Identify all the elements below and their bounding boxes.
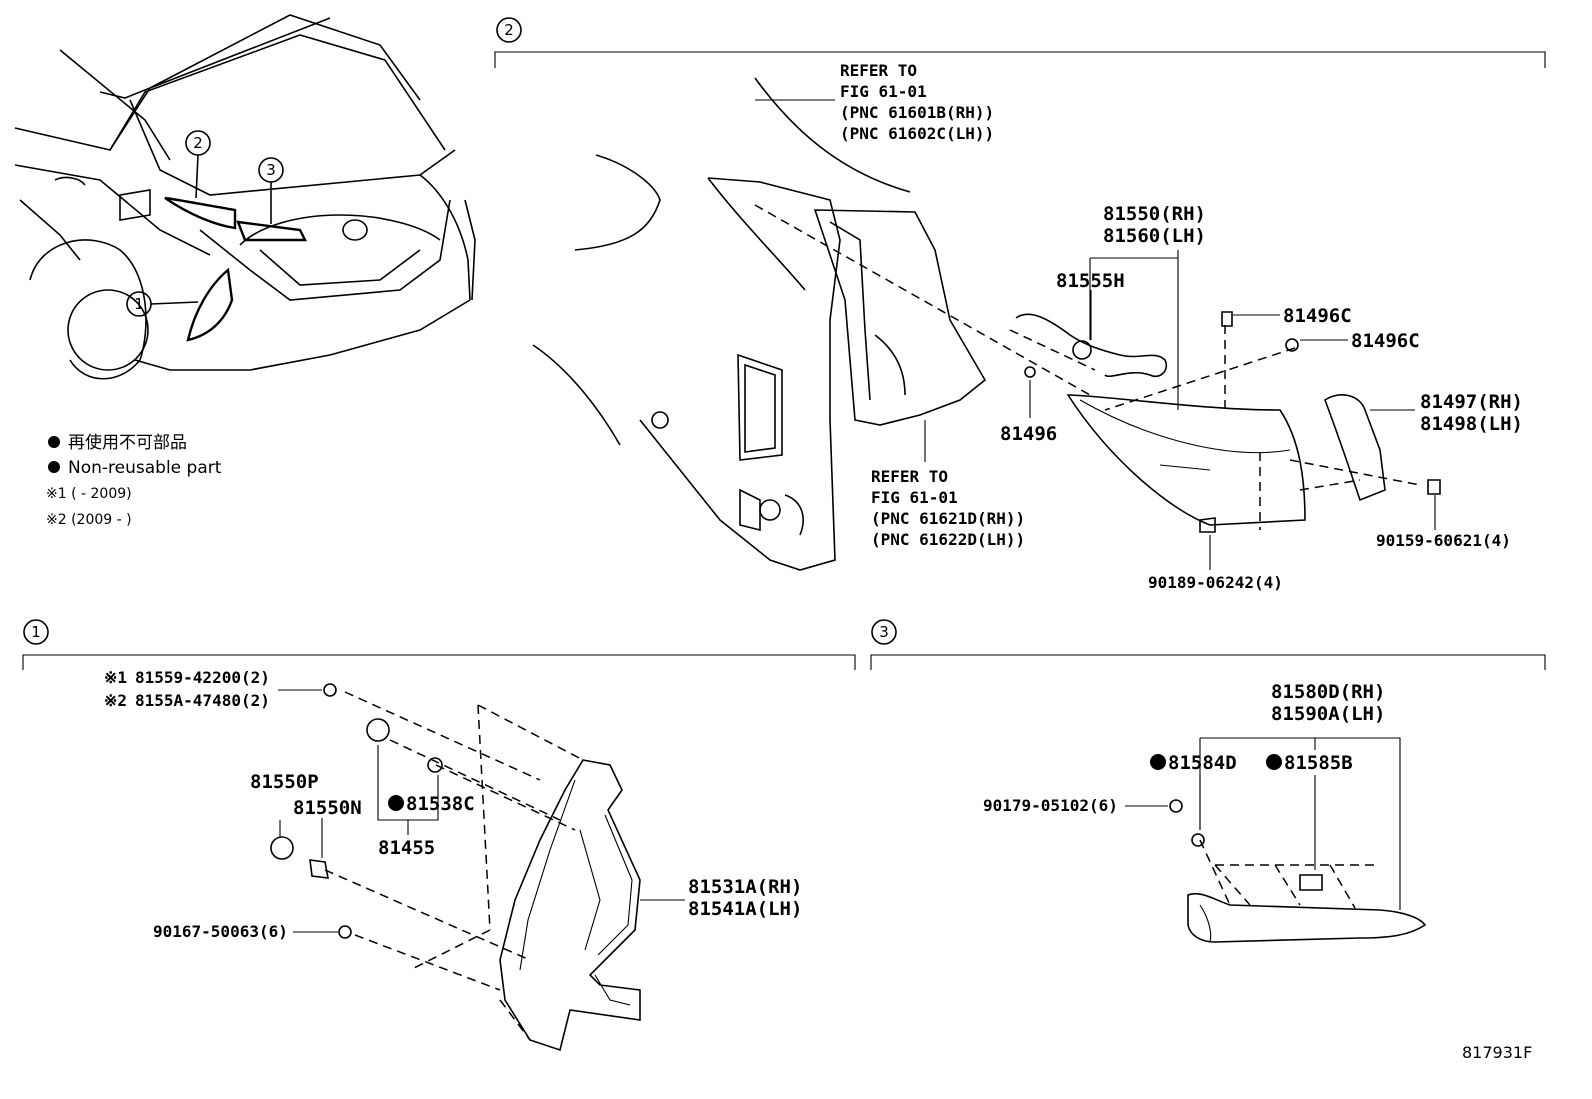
refer-bottom-line4: (PNC 61622D(LH)) [871, 530, 1025, 549]
refer-bottom-line2: FIG 61-01 [871, 488, 958, 507]
section-1-callout: 1 [31, 623, 41, 641]
section-2: 2 [494, 17, 1546, 592]
section-1: 1 ※1 81559-42200(2) ※2 [22, 619, 856, 1052]
part-81496c-a[interactable]: 81496C [1283, 305, 1352, 327]
part-81585b[interactable]: 81585B [1284, 752, 1353, 774]
callout-1-car: 1 [134, 295, 144, 313]
part-90159-60621[interactable]: 90159-60621(4) [1376, 531, 1511, 550]
non-reusable-dot-icon [1266, 754, 1282, 770]
non-reusable-dot-icon [48, 436, 60, 448]
part-81550n[interactable]: 81550N [293, 797, 362, 819]
part-81455[interactable]: 81455 [378, 837, 435, 859]
part-90167-50063[interactable]: 90167-50063(6) [153, 922, 288, 941]
part-81550rh[interactable]: 81550(RH) [1103, 203, 1206, 225]
part-81590a-lh[interactable]: 81590A(LH) [1271, 703, 1385, 725]
diagram-id: 817931F [1462, 1043, 1532, 1062]
part-81497rh[interactable]: 81497(RH) [1420, 391, 1523, 413]
section-3-callout: 3 [879, 623, 889, 641]
part-81538c[interactable]: 81538C [406, 793, 475, 815]
refer-bottom-line3: (PNC 61621D(RH)) [871, 509, 1025, 528]
legend-jp: 再使用不可部品 [68, 432, 187, 453]
part-81550p[interactable]: 81550P [250, 771, 319, 793]
legend-note-2: ※2 (2009 - ) [46, 512, 132, 528]
part-81496[interactable]: 81496 [1000, 423, 1057, 445]
part-81541a-lh[interactable]: 81541A(LH) [688, 898, 802, 920]
legend-en: Non-reusable part [68, 458, 222, 478]
refer-top-line3: (PNC 61601B(RH)) [840, 103, 994, 122]
callout-3-car: 3 [266, 161, 276, 179]
part-81559-42200[interactable]: 81559-42200(2) [135, 668, 270, 687]
section-3: 3 81580D(RH) 81590A(LH) 81584D 81585B 90… [870, 619, 1546, 943]
mark-2: ※2 [104, 691, 127, 710]
part-90189-06242[interactable]: 90189-06242(4) [1148, 573, 1283, 592]
part-81496c-b[interactable]: 81496C [1351, 330, 1420, 352]
part-81531a-rh[interactable]: 81531A(RH) [688, 876, 802, 898]
part-90179-05102[interactable]: 90179-05102(6) [983, 796, 1118, 815]
legend-note-1: ※1 ( - 2009) [46, 486, 132, 502]
non-reusable-dot-icon [1150, 754, 1166, 770]
mark-1: ※1 [104, 668, 127, 687]
part-8155a-47480[interactable]: 8155A-47480(2) [135, 691, 270, 710]
part-81555h[interactable]: 81555H [1056, 270, 1125, 292]
vehicle-overview: 2 3 1 [14, 14, 476, 380]
non-reusable-dot-icon [48, 461, 60, 473]
part-81580d-rh[interactable]: 81580D(RH) [1271, 681, 1385, 703]
legend: 再使用不可部品 Non-reusable part ※1 ( - 2009) ※… [46, 432, 222, 528]
refer-top-line2: FIG 61-01 [840, 82, 927, 101]
part-81584d[interactable]: 81584D [1168, 752, 1237, 774]
refer-top-line4: (PNC 61602C(LH)) [840, 124, 994, 143]
part-81498lh[interactable]: 81498(LH) [1420, 413, 1523, 435]
refer-bottom-line1: REFER TO [871, 467, 948, 486]
section-2-callout: 2 [504, 21, 514, 39]
non-reusable-dot-icon [388, 795, 404, 811]
part-81560lh[interactable]: 81560(LH) [1103, 225, 1206, 247]
callout-2-car: 2 [193, 134, 203, 152]
refer-top-line1: REFER TO [840, 61, 917, 80]
